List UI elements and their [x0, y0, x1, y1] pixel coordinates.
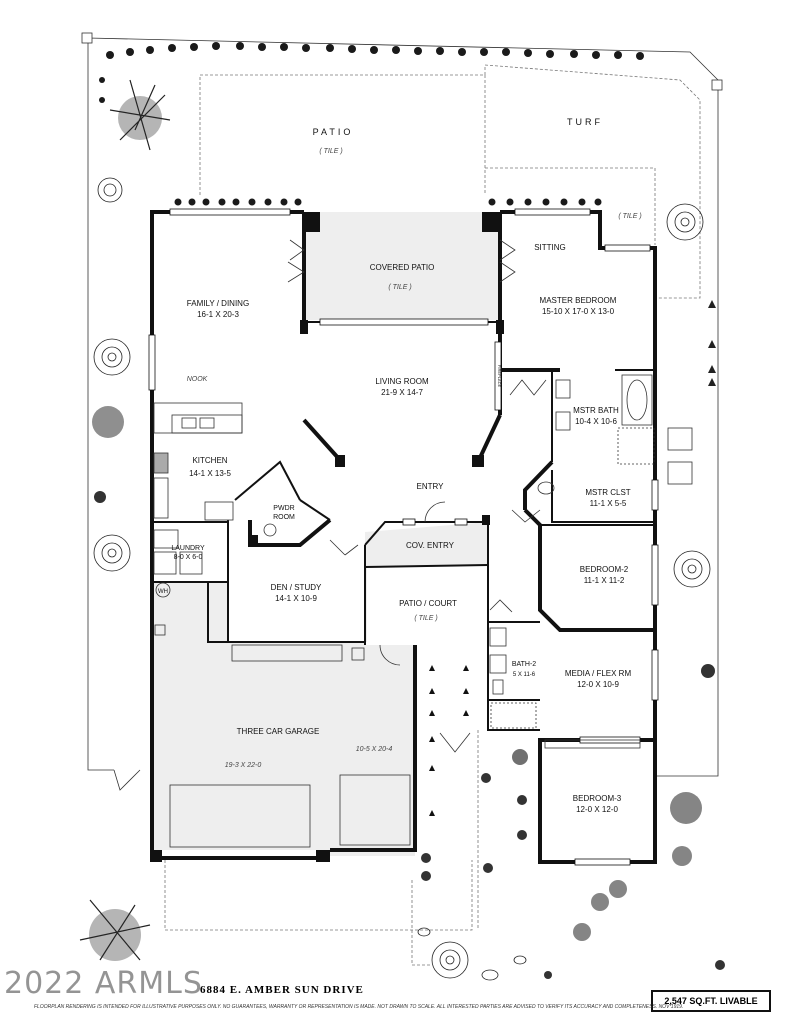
pwdr-room-line1: PWDR: [273, 505, 294, 512]
laundry-dims: 8-0 X 6-0: [174, 554, 203, 561]
lot-outline: [81, 32, 723, 966]
covered-patio-name: COVERED PATIO: [370, 263, 435, 272]
garage-dims-left: 19-3 X 22-0: [225, 762, 262, 769]
shrub: [431, 941, 469, 979]
shrub: [673, 550, 711, 588]
court-lights: [429, 665, 469, 816]
mstr-bath-name: MSTR BATH: [573, 406, 619, 415]
pwdr-room-line2: ROOM: [273, 514, 295, 521]
media-flex-dims: 12-0 X 10-9: [577, 680, 619, 689]
patio-finish: ( TILE ): [319, 148, 342, 155]
family-dining-name: FAMILY / DINING: [187, 299, 249, 308]
doors: [113, 239, 547, 848]
toilet-icon: [263, 523, 277, 537]
patio-court-name: PATIO / COURT: [399, 599, 457, 608]
shrub-dark: [573, 923, 591, 941]
shrub-dark: [609, 880, 627, 898]
shrub-dark: [421, 853, 431, 863]
shrub-dark: [481, 773, 491, 783]
shrub: [93, 338, 131, 376]
shrub-dark: [512, 749, 528, 765]
kitchen-dims: 14-1 X 13-5: [189, 469, 231, 478]
shrub-dark: [544, 971, 552, 979]
garage-name: THREE CAR GARAGE: [237, 727, 320, 736]
shrub-dark: [483, 863, 493, 873]
shrub-dark: [672, 846, 692, 866]
small-shrubs-right: [708, 300, 716, 386]
bathtub-icon: [626, 379, 648, 421]
bedroom-3-dims: 12-0 X 12-0: [576, 805, 618, 814]
family-dining-dims: 16-1 X 20-3: [197, 310, 239, 319]
den-study-name: DEN / STUDY: [271, 583, 322, 592]
tree-top-left: [109, 79, 171, 151]
water-heater-icon: [155, 582, 171, 598]
entry-label: ENTRY: [417, 482, 445, 491]
shrub-dark: [92, 406, 124, 438]
watermark: 2022 ARMLS: [4, 966, 203, 1001]
living-room-dims: 21-9 X 14-7: [381, 388, 423, 397]
shrub: [97, 177, 123, 203]
shrub-dark: [715, 960, 725, 970]
master-bedroom-dims: 15-10 X 17-0 X 13-0: [542, 307, 615, 316]
cov-entry-label: COV. ENTRY: [406, 541, 455, 550]
shrub-dark: [701, 664, 715, 678]
mstr-clst-dims: 11-1 X 5-5: [590, 499, 627, 508]
livable-sqft-badge: 2,547 SQ.FT. LIVABLE: [651, 990, 771, 1012]
turf-label: TURF: [567, 117, 603, 127]
property-address: 6884 E. AMBER SUN DRIVE: [200, 984, 364, 996]
laundry-name: LAUNDRY: [171, 545, 205, 552]
master-bedroom-name: MASTER BEDROOM: [540, 296, 617, 305]
column-posts: [150, 212, 504, 862]
hedge-row: [99, 42, 644, 206]
shaded-areas: [152, 212, 500, 856]
landscape-plants: [79, 79, 725, 981]
shrub: [666, 203, 704, 241]
shrub-dark: [517, 830, 527, 840]
boulder: [513, 955, 527, 965]
mstr-clst-name: MSTR CLST: [585, 488, 630, 497]
patio-court-finish: ( TILE ): [414, 615, 437, 622]
shrub-dark: [591, 893, 609, 911]
disclaimer-text: FLOORPLAN RENDERING IS INTENDED FOR ILLU…: [34, 1004, 684, 1010]
bath-2-name: BATH-2: [512, 661, 536, 668]
wh-label: WH: [158, 589, 168, 595]
side-finish: ( TILE ): [618, 213, 641, 220]
patio-label: PATIO: [313, 127, 354, 137]
bedroom-3-name: BEDROOM-3: [573, 794, 622, 803]
shrub: [93, 534, 131, 572]
nook-label: NOOK: [187, 376, 208, 383]
garage-dims-right: 10-5 X 20-4: [356, 746, 393, 753]
mstr-bath-dims: 10-4 X 10-6: [575, 417, 617, 426]
boulder: [481, 969, 499, 981]
media-flex-name: MEDIA / FLEX RM: [565, 669, 632, 678]
bedroom-2-dims: 11-1 X 11-2: [584, 576, 625, 585]
tree-bottom-left: [79, 899, 151, 961]
sitting-label: SITTING: [534, 243, 566, 252]
fixtures: [153, 374, 693, 749]
kitchen-name: KITCHEN: [192, 456, 227, 465]
shrub-dark: [94, 491, 106, 503]
living-room-name: LIVING ROOM: [375, 377, 429, 386]
fireplace-label: FIREPLACE: [497, 365, 502, 388]
covered-patio-finish: ( TILE ): [388, 284, 411, 291]
windows: [148, 208, 659, 866]
boulder: [417, 927, 431, 937]
shrub-dark: [670, 792, 702, 824]
shrub-dark: [517, 795, 527, 805]
bedroom-2-name: BEDROOM-2: [580, 565, 629, 574]
bath-2-dims: 5 X 11-6: [513, 672, 536, 678]
shrub-dark: [421, 871, 431, 881]
den-study-dims: 14-1 X 10-9: [275, 594, 317, 603]
